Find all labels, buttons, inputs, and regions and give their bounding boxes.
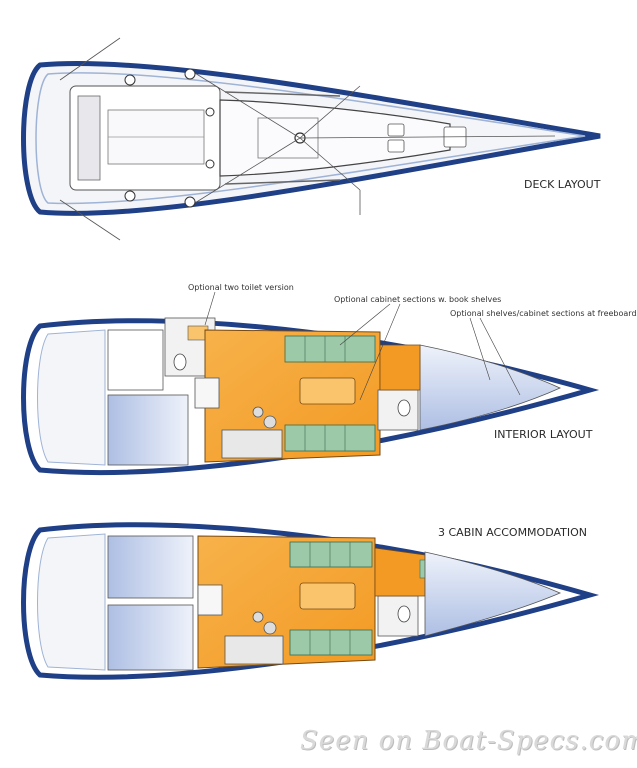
galley-3c: [224, 635, 284, 665]
settee-port-3c: [289, 629, 373, 656]
note-two-toilet: Optional two toilet version: [188, 283, 294, 292]
aft-cabin-port: [107, 394, 189, 466]
forward-cabin-3c: [424, 551, 562, 637]
interior-layout-label: INTERIOR LAYOUT: [494, 428, 593, 441]
saloon-table-3c: [299, 582, 356, 610]
aft-cabin-stbd-3c: [107, 535, 194, 599]
forward-cabin: [419, 344, 561, 431]
settee-stbd-3c: [289, 541, 373, 568]
three-cabin-plan: 3 CABIN ACCOMMODATION: [21, 522, 600, 680]
note-freeboard-shelves: Optional shelves/cabinet sections at fre…: [450, 309, 637, 318]
galley: [221, 429, 283, 459]
settee-stbd: [284, 335, 376, 363]
saloon-table: [299, 377, 356, 405]
three-cabin-label: 3 CABIN ACCOMMODATION: [438, 526, 587, 539]
deck-layout-label: DECK LAYOUT: [524, 178, 601, 191]
note-cabinet-sections: Optional cabinet sections w. book shelve…: [334, 295, 501, 304]
deck-layout-plan: DECK LAYOUT: [21, 37, 601, 241]
interior-layout-plan: Optional two toilet version Optional cab…: [21, 283, 637, 475]
aft-cabin-stbd: [107, 329, 164, 391]
watermark: Seen on Boat-Specs.com: [300, 726, 637, 756]
settee-port: [284, 424, 376, 452]
aft-cabin-port-3c: [107, 604, 194, 671]
